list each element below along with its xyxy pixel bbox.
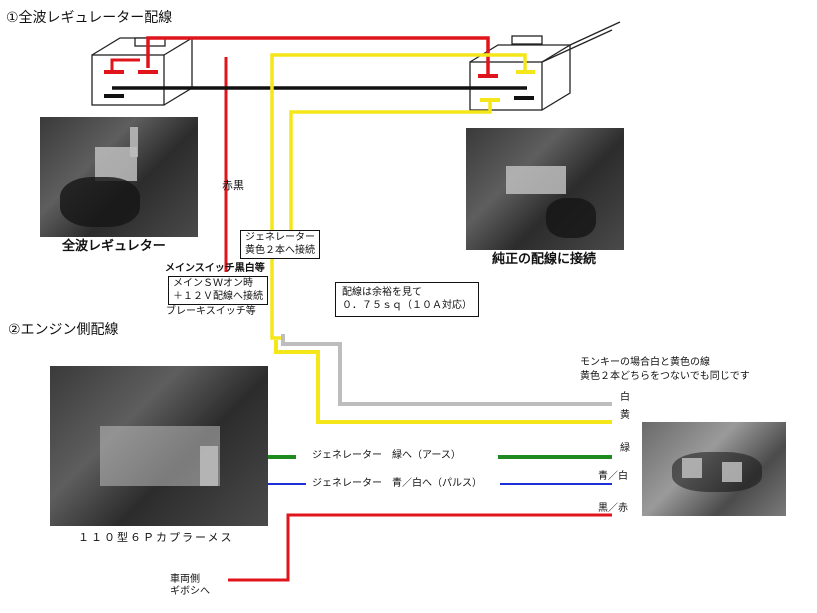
blue-wire-label: ジェネレーター 青／白へ（パルス）	[312, 478, 482, 489]
stock-connector-box	[469, 21, 621, 111]
main-switch-line2: ＋１２Ｖ配線へ接続	[173, 290, 263, 302]
brake-switch-label: ブレーキスイッチ等	[166, 306, 256, 317]
section2-title: ②エンジン側配線	[8, 322, 119, 338]
vehicle-side-line1: 車両側	[170, 574, 200, 585]
white-wire	[281, 334, 612, 406]
wire-tag-black-red: 黒／赤	[598, 503, 628, 514]
red-wire-bottom	[228, 513, 612, 582]
generator-box-line2: 黄色２本へ接続	[245, 244, 315, 256]
wire-tag-green: 緑	[620, 443, 630, 454]
coupler-caption: １１０型６Ｐカプラーメス	[78, 531, 234, 544]
stock-caption: 純正の配線に接続	[492, 252, 597, 267]
wire-tag-yellow: 黄	[620, 410, 630, 421]
yellow-wire-engine	[274, 340, 612, 424]
monkey-note-line2: 黄色２本どちらをつないでも同じです	[580, 371, 750, 382]
main-switch-line1: メインＳＷオン時	[173, 278, 253, 289]
main-switch-header: メインスイッチ黒白等	[165, 263, 265, 274]
main-switch-box: メインＳＷオン時 ＋１２Ｖ配線へ接続	[168, 276, 268, 305]
section1-title: ①全波レギュレーター配線	[6, 10, 173, 26]
yellow-wire-b	[289, 102, 492, 232]
wire-tag-white: 白	[620, 392, 630, 403]
red-black-label: 赤黒	[222, 179, 244, 192]
red-wire-stub-left	[110, 58, 140, 70]
stock-connector-photo	[466, 128, 624, 250]
generator-box-line1: ジェネレーター	[245, 232, 315, 243]
wire-tag-blue-white: 青／白	[598, 471, 628, 482]
wire-spec-box: 配線は余裕を見て ０．７５ｓｑ（１０Ａ対応）	[335, 282, 479, 317]
vehicle-side-line2: ギボシへ	[170, 586, 210, 597]
regulator-caption: 全波レギュレター	[62, 239, 166, 254]
wire-spec-line2: ０．７５ｓｑ（１０Ａ対応）	[342, 299, 472, 311]
yellow-wire-a	[270, 53, 527, 340]
generator-yellow-box: ジェネレーター 黄色２本へ接続	[240, 230, 320, 259]
monkey-note-line1: モンキーの場合白と黄色の線	[580, 357, 710, 368]
wire-spec-line1: 配線は余裕を見て	[342, 287, 422, 298]
generator-connector-photo	[642, 422, 786, 516]
coupler-photo	[50, 366, 268, 526]
regulator-photo	[40, 117, 198, 237]
green-wire-label: ジェネレーター 緑へ（アース）	[312, 450, 461, 461]
